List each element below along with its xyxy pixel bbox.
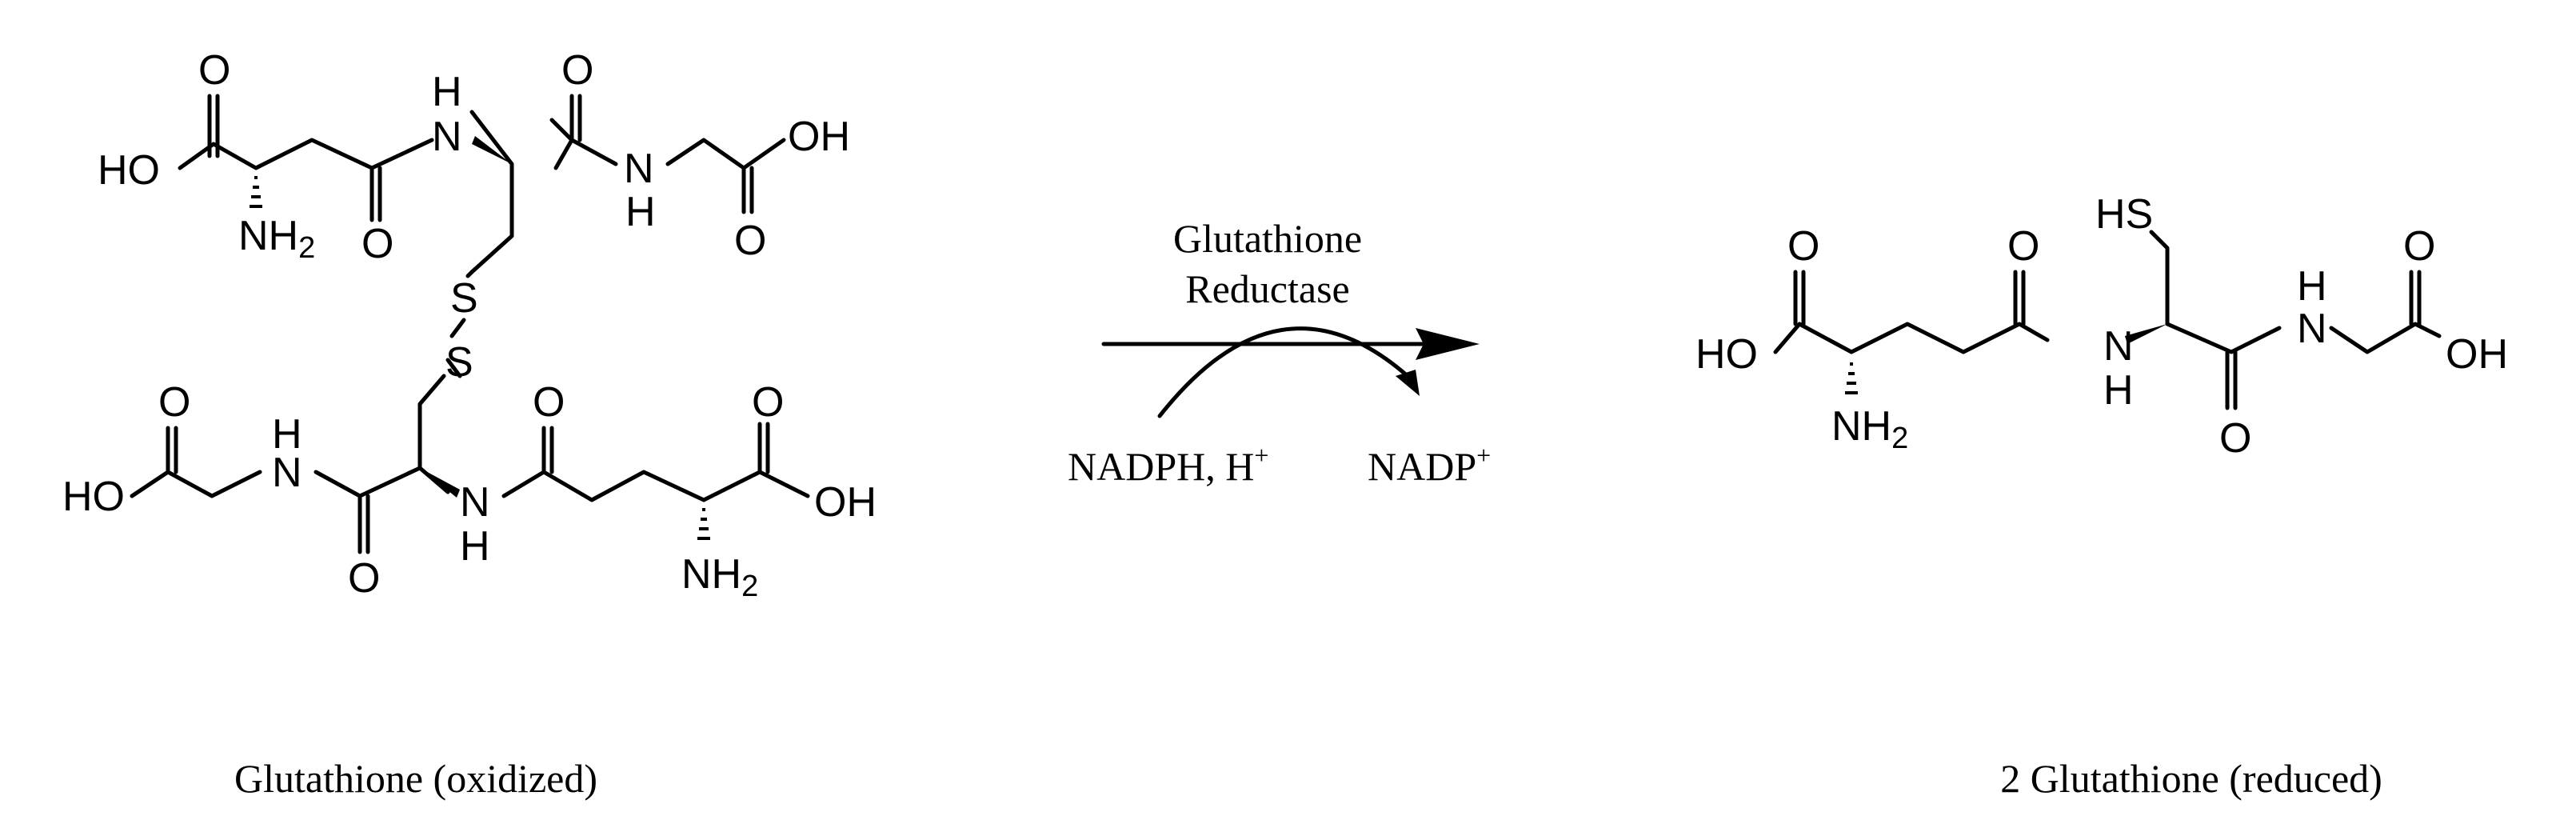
reduced-glutathione: O HO NH2 O N H HS O H N O OH xyxy=(1695,191,2508,462)
atom-s: S xyxy=(450,275,478,322)
oxidized-glutathione-top-chain: O HO NH2 O H N O N H OH O xyxy=(98,47,850,274)
oxidized-glutathione-bottom-chain: O HO H N O N H O O OH NH2 xyxy=(62,374,877,603)
hashed-bond xyxy=(1845,362,1858,394)
cofactor-in: NADPH, H+ xyxy=(1068,441,1268,489)
atom-h: H xyxy=(432,69,462,115)
atom-hs: HS xyxy=(2095,191,2153,238)
disulfide-bridge: S S xyxy=(445,270,478,386)
atom-n: N xyxy=(624,146,654,192)
atom-n: N xyxy=(432,114,462,160)
arrowhead xyxy=(1416,328,1480,360)
atom-n: N xyxy=(2103,323,2134,370)
reactant-caption: Glutathione (oxidized) xyxy=(234,756,597,801)
hashed-bond xyxy=(697,508,710,540)
atom-o: O xyxy=(348,555,380,602)
cofactor-out: NADP+ xyxy=(1368,441,1491,489)
atom-ho: HO xyxy=(62,474,125,520)
atom-o: O xyxy=(734,218,766,264)
reaction-arrow: Glutathione Reductase NADPH, H+ NADP+ xyxy=(1068,216,1491,489)
atom-h: H xyxy=(2297,263,2327,310)
product-caption: 2 Glutathione (reduced) xyxy=(2000,756,2382,801)
enzyme-label-line1: Glutathione xyxy=(1173,216,1362,261)
atom-n: N xyxy=(2297,306,2327,352)
atom-o: O xyxy=(2007,223,2039,270)
atom-o: O xyxy=(1787,223,1819,270)
atom-o: O xyxy=(561,47,593,94)
atom-h: H xyxy=(272,411,302,458)
atom-o: O xyxy=(2219,415,2251,462)
atom-nh2: NH2 xyxy=(1831,403,1908,455)
atom-ho: HO xyxy=(1695,331,1758,378)
atom-oh: OH xyxy=(2446,331,2508,378)
atom-ho: HO xyxy=(98,147,160,194)
atom-o: O xyxy=(158,379,190,426)
enzyme-label-line2: Reductase xyxy=(1185,266,1349,311)
atom-nh2: NH2 xyxy=(681,551,758,603)
hashed-bond xyxy=(250,176,262,208)
atom-n: N xyxy=(272,450,302,496)
atom-h: H xyxy=(625,189,656,235)
atom-h: H xyxy=(460,523,490,570)
curved-arrowhead xyxy=(1396,370,1420,396)
atom-s: S xyxy=(445,339,473,386)
atom-o: O xyxy=(2403,223,2435,270)
atom-nh2: NH2 xyxy=(238,213,315,265)
atom-o: O xyxy=(198,47,230,94)
atom-o: O xyxy=(361,221,393,267)
atom-o: O xyxy=(752,379,784,426)
atom-oh: OH xyxy=(814,479,877,526)
atom-h: H xyxy=(2103,367,2134,414)
atom-n: N xyxy=(460,479,490,526)
atom-oh: OH xyxy=(788,114,850,160)
atom-o: O xyxy=(533,379,565,426)
